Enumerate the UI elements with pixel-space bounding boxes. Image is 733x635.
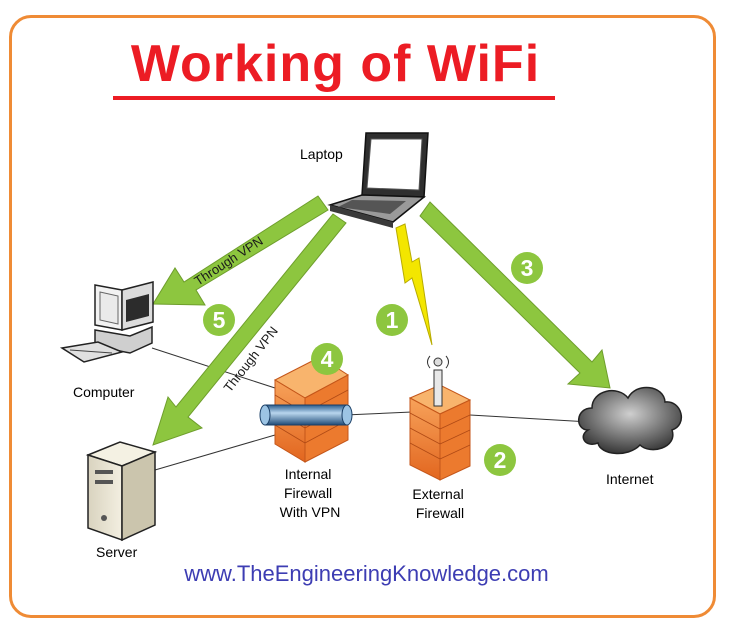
internal-firewall-label-line-1: Internal bbox=[285, 466, 332, 482]
link-server-firewall bbox=[154, 434, 276, 471]
arrows bbox=[152, 195, 611, 446]
link-internal-external bbox=[344, 411, 413, 416]
computer-label: Computer bbox=[73, 384, 135, 400]
cloud-icon bbox=[578, 386, 683, 455]
step-2-number: 2 bbox=[494, 447, 507, 473]
step-4-number: 4 bbox=[321, 346, 334, 372]
page-title: Working of WiFi bbox=[130, 35, 541, 93]
step-2-marker: 2 bbox=[484, 444, 516, 476]
through-vpn-label-computer: Through VPN bbox=[191, 233, 265, 288]
internal-firewall-label: Internal Firewall With VPN bbox=[280, 466, 341, 520]
step-3-marker: 3 bbox=[511, 252, 543, 284]
step-5-number: 5 bbox=[213, 307, 226, 333]
step-1-number: 1 bbox=[386, 307, 399, 333]
external-firewall-icon bbox=[408, 355, 472, 481]
arrow-to-internet bbox=[419, 201, 611, 389]
wireless-signal-bolt bbox=[395, 223, 433, 346]
internal-firewall-label-line-3: With VPN bbox=[280, 504, 341, 520]
website-link[interactable]: www.TheEngineeringKnowledge.com bbox=[184, 561, 549, 586]
external-firewall-label-line-2: Firewall bbox=[416, 505, 464, 521]
link-external-internet bbox=[469, 414, 591, 423]
laptop-icon bbox=[327, 132, 429, 228]
internal-firewall-icon bbox=[259, 356, 353, 463]
internet-label: Internet bbox=[606, 471, 654, 487]
step-5-marker: 5 bbox=[203, 304, 235, 336]
arrow-to-server bbox=[152, 213, 347, 446]
external-firewall-label-line-1: External bbox=[412, 486, 463, 502]
external-firewall-label: External Firewall bbox=[412, 486, 467, 521]
step-1-marker: 1 bbox=[376, 304, 408, 336]
step-4-marker: 4 bbox=[311, 343, 343, 375]
arrow-to-computer bbox=[152, 195, 329, 306]
server-icon bbox=[85, 441, 158, 542]
computer-icon bbox=[59, 281, 154, 363]
internal-firewall-label-line-2: Firewall bbox=[284, 485, 332, 501]
server-label: Server bbox=[96, 544, 138, 560]
title-underline bbox=[113, 96, 555, 100]
laptop-label: Laptop bbox=[300, 146, 343, 162]
step-3-number: 3 bbox=[521, 255, 534, 281]
page-border bbox=[9, 15, 716, 618]
